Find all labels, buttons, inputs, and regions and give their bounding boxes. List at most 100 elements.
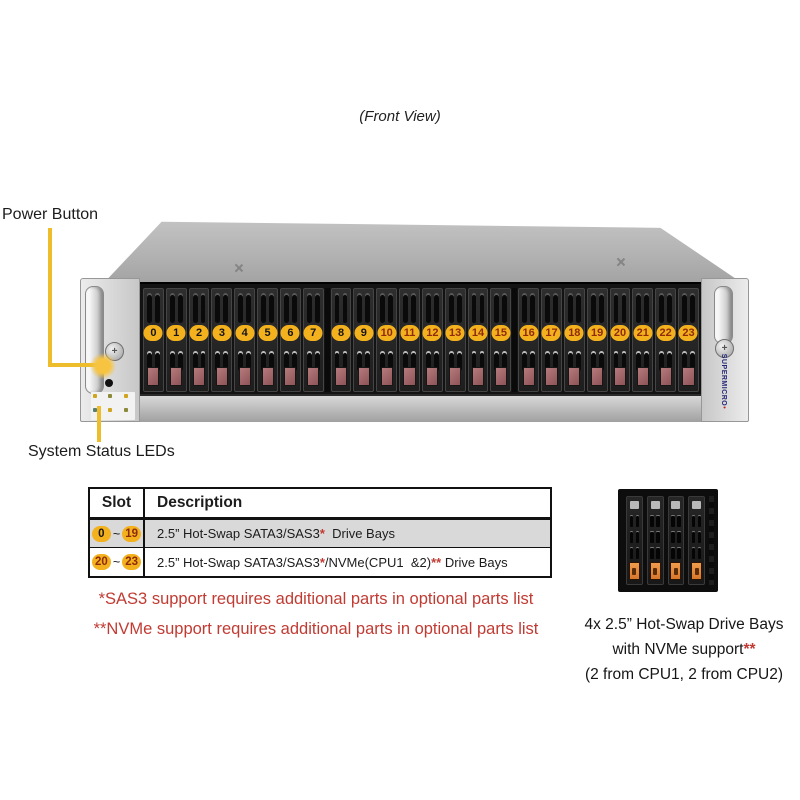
drive-tray: 14 xyxy=(467,288,489,392)
tray-vents xyxy=(567,293,581,323)
vent-slot xyxy=(154,293,160,323)
tray-vents xyxy=(671,531,681,543)
vent-slot xyxy=(659,351,665,371)
vent-slot xyxy=(656,515,660,527)
vent-slot xyxy=(656,547,660,559)
tray-vents xyxy=(147,293,160,323)
tray-release-latch xyxy=(426,367,439,386)
vent-slot xyxy=(147,293,152,323)
power-button-leader-line-horizontal xyxy=(48,363,100,367)
vent-slot xyxy=(291,351,297,371)
footnotes: *SAS3 support requires additional parts … xyxy=(66,584,566,644)
vent-slot xyxy=(380,351,386,371)
figure-title: (Front View) xyxy=(359,108,441,125)
range-tilde: ~ xyxy=(112,555,121,569)
chassis-screw-icon xyxy=(233,263,243,273)
nvme-tray xyxy=(688,496,705,585)
bay-group-separator xyxy=(512,288,518,392)
vent-slot xyxy=(530,351,536,371)
vent-slot xyxy=(677,547,681,559)
system-status-leds-label: System Status LEDs xyxy=(28,443,175,460)
tray-vents xyxy=(192,351,206,371)
nvme-drive-bays-image xyxy=(618,489,718,592)
bay-number-badge: 22 xyxy=(656,325,676,341)
drive-tray: 22 xyxy=(655,288,677,392)
vent-slot xyxy=(357,351,363,371)
bay-number-badge: 12 xyxy=(422,325,442,341)
vent-slot xyxy=(677,515,681,527)
brand-logo: SUPERMICRO• xyxy=(716,353,732,408)
tray-vents xyxy=(650,515,660,527)
tray-vents xyxy=(306,293,320,323)
tray-release-latch xyxy=(193,367,206,386)
bay-number-badge: 16 xyxy=(519,325,539,341)
vent-slot xyxy=(671,515,675,527)
vent-slot xyxy=(261,351,266,371)
slot-description-table: Slot Description 0 ~ 19 2.5” Hot-Swap SA… xyxy=(88,487,552,578)
vent-slot xyxy=(691,531,696,543)
bay-number-badge: 8 xyxy=(331,325,351,341)
tray-vents xyxy=(334,351,348,371)
vent-slot xyxy=(629,531,634,543)
nvme-tray-group xyxy=(624,496,707,585)
tray-vents xyxy=(261,293,274,323)
vent-slot xyxy=(269,293,274,323)
vent-slot xyxy=(667,293,673,323)
vent-slot xyxy=(365,293,371,323)
bay-number-badge: 3 xyxy=(212,325,232,341)
tray-vents xyxy=(629,531,640,543)
drive-tray: 10 xyxy=(376,288,398,392)
vent-slot xyxy=(575,293,581,323)
vent-slot xyxy=(169,293,175,323)
tray-release-latch xyxy=(591,367,604,386)
vent-slot xyxy=(671,531,675,543)
tray-release-latch xyxy=(403,367,416,386)
row-description: 2.5” Hot-Swap SATA3/SAS3*/NVMe(CPU1 &2)*… xyxy=(157,554,508,570)
left-rack-ear: + xyxy=(80,278,140,422)
vent-slot xyxy=(522,351,528,371)
power-button-label: Power Button xyxy=(2,206,99,223)
status-led xyxy=(123,394,128,398)
bay-number-badge: 9 xyxy=(354,325,374,341)
vent-slot xyxy=(215,293,221,323)
vent-slot xyxy=(200,293,206,323)
tray-vents xyxy=(671,515,681,527)
vent-slot xyxy=(456,293,462,323)
vent-slot xyxy=(650,515,654,527)
vent-slot xyxy=(448,351,454,371)
vent-slot xyxy=(697,515,702,527)
drive-tray: 23 xyxy=(678,288,699,392)
tray-vents xyxy=(522,351,536,371)
vent-slot xyxy=(479,351,485,371)
tray-vents xyxy=(306,351,320,371)
footnote-asterisk: ** xyxy=(743,641,756,658)
vent-slot xyxy=(629,547,634,559)
tray-vents xyxy=(590,293,604,323)
footnote-asterisk: * xyxy=(319,554,325,570)
drive-tray: 11 xyxy=(399,288,420,392)
vent-slot xyxy=(147,351,152,371)
status-led xyxy=(108,407,113,412)
slot-range-start: 0 xyxy=(91,525,111,542)
vent-slot xyxy=(314,293,320,323)
tray-release-latch xyxy=(682,367,695,386)
vent-slot xyxy=(246,351,252,371)
tray-vents xyxy=(471,351,485,371)
tray-release-latch xyxy=(147,367,160,386)
tray-vents xyxy=(613,293,627,323)
drive-tray: 4 xyxy=(234,288,256,392)
brand-text: SUPERMICRO xyxy=(720,353,728,406)
drive-tray: 18 xyxy=(563,288,585,392)
tray-label xyxy=(629,501,639,509)
vent-slot xyxy=(342,293,348,323)
vent-slot xyxy=(502,293,508,323)
bay-number-badge: 5 xyxy=(258,325,278,341)
vent-slot xyxy=(411,351,416,371)
slot-range-end: 23 xyxy=(122,554,142,570)
reset-button xyxy=(105,379,113,387)
drive-tray: 19 xyxy=(586,288,608,392)
latch-lock-icon xyxy=(673,567,678,575)
chassis-bottom-rail xyxy=(100,394,748,422)
vent-slot xyxy=(306,293,312,323)
tray-vents xyxy=(545,351,558,371)
